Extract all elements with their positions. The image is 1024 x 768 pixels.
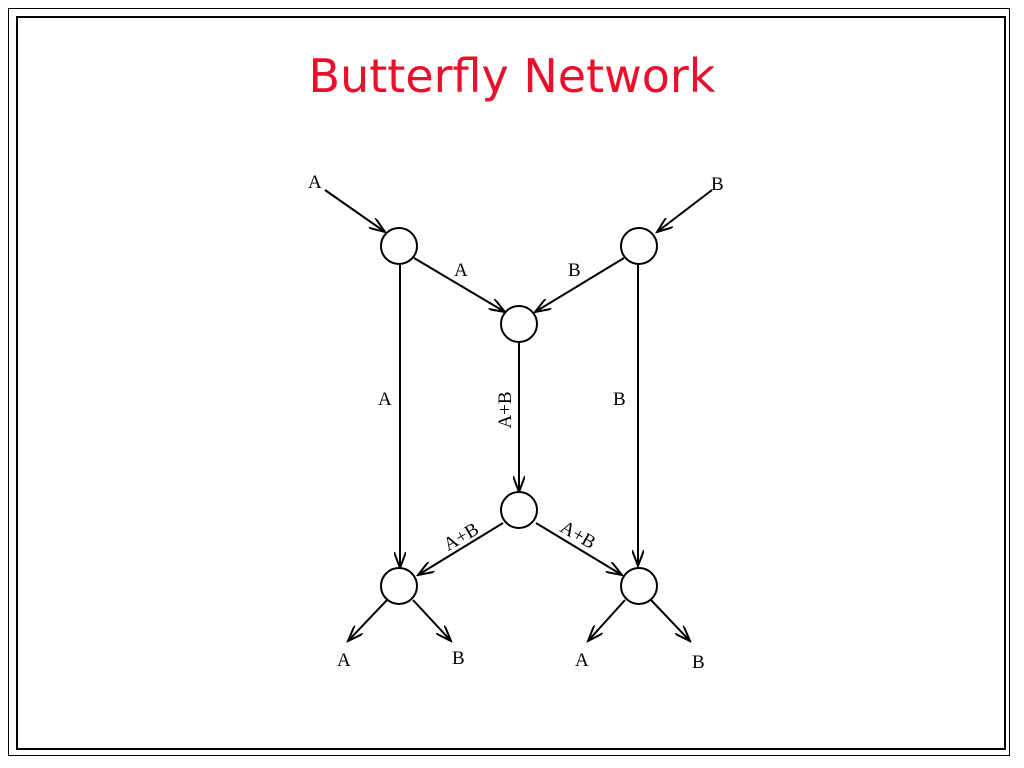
label-center-vertical: A+B	[495, 391, 516, 428]
label-source-a: A	[308, 172, 322, 193]
label-left-to-center: A	[454, 260, 468, 281]
node-left-top	[380, 227, 418, 265]
edge-right-bottom-to-sink-b	[650, 599, 690, 641]
edge-center-bottom-to-right-bottom	[535, 522, 622, 575]
node-right-top	[620, 227, 658, 265]
label-sink-right-a: A	[575, 650, 589, 671]
label-right-vertical: B	[613, 389, 626, 410]
edge-left-top-to-center-top	[413, 257, 505, 312]
edge-source-b-to-right-top	[657, 189, 713, 232]
edge-left-bottom-to-sink-a	[348, 599, 388, 641]
label-left-vertical: A	[378, 389, 392, 410]
label-coded-left: A+B	[440, 519, 483, 556]
node-left-bottom	[380, 567, 418, 605]
edge-source-a-to-left-top	[324, 189, 385, 232]
node-center-top	[500, 305, 538, 343]
slide-inner-border	[16, 16, 1006, 750]
label-source-b: B	[711, 174, 724, 195]
label-sink-left-b: B	[452, 648, 465, 669]
label-sink-right-b: B	[692, 652, 705, 673]
node-right-bottom	[620, 567, 658, 605]
label-right-to-center: B	[568, 260, 581, 281]
slide-title: Butterfly Network	[308, 49, 716, 103]
node-center-bottom	[500, 491, 538, 529]
edge-right-top-to-center-top	[535, 257, 625, 312]
edge-center-bottom-to-left-bottom	[418, 522, 504, 575]
slide-outer-border	[8, 8, 1010, 756]
label-sink-left-a: A	[337, 650, 351, 671]
edge-right-bottom-to-sink-a	[588, 599, 626, 641]
edge-left-bottom-to-sink-b	[412, 599, 451, 641]
